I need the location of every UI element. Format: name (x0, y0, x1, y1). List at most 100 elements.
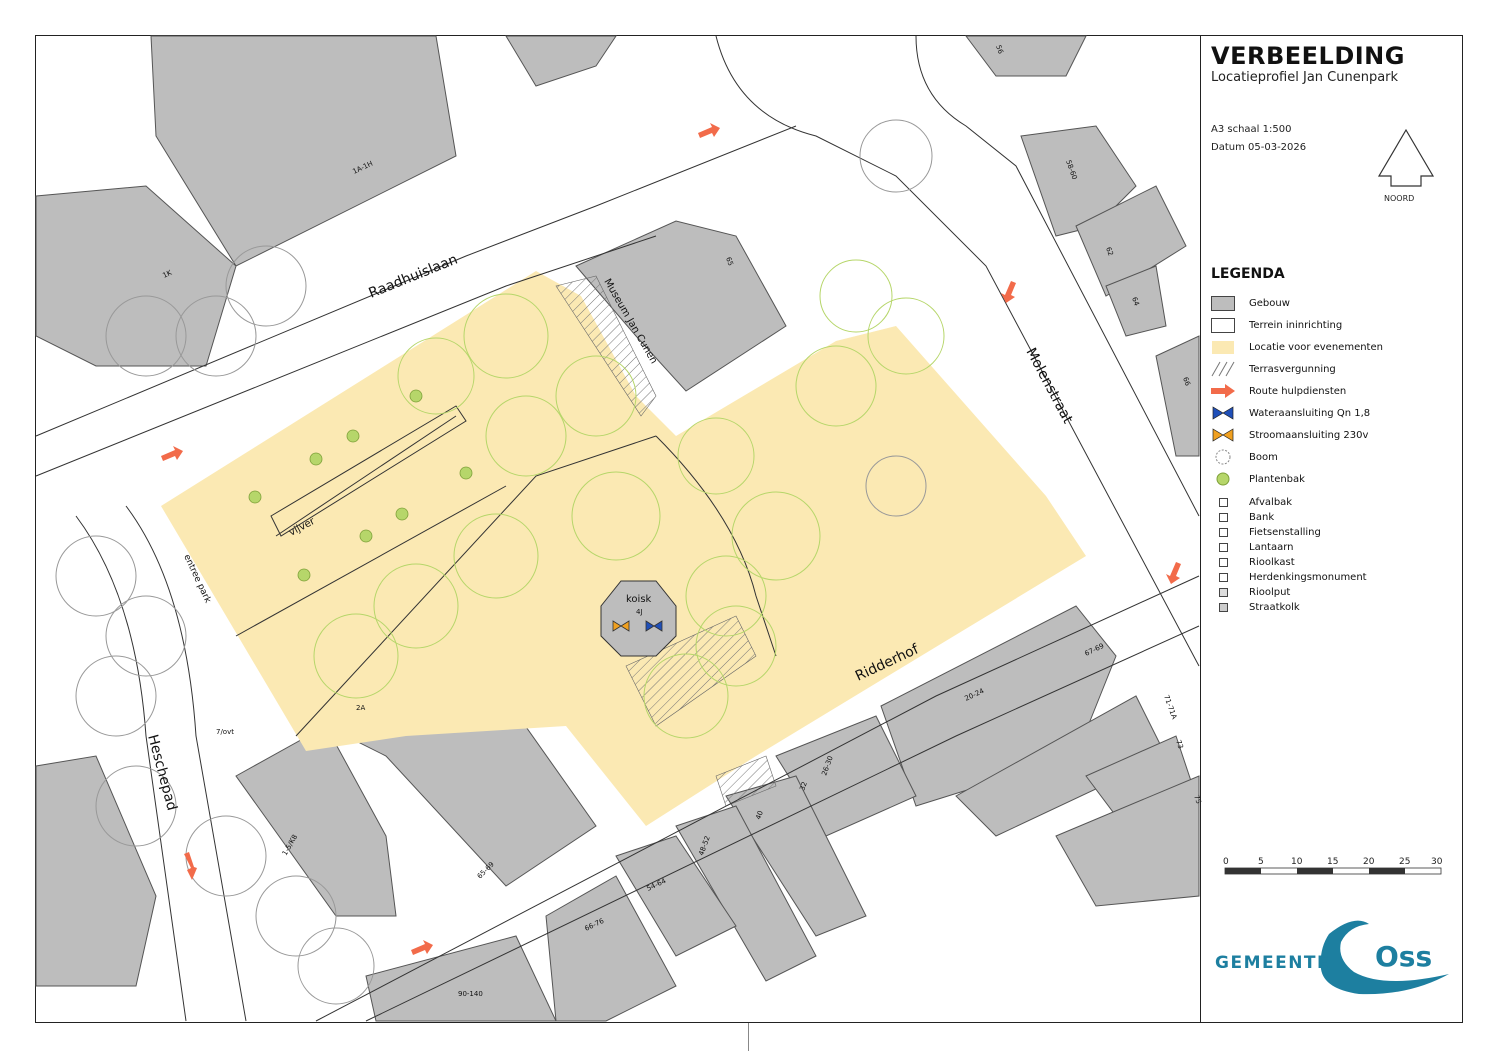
water-valve-icon (1211, 405, 1235, 421)
building-museum (575, 220, 787, 392)
tree-icon (643, 653, 729, 739)
monument-icon (1211, 570, 1235, 584)
power-valve-icon (1211, 427, 1235, 443)
tree-icon (1211, 449, 1235, 465)
planter-icon (297, 568, 311, 582)
kiosk[interactable] (600, 580, 677, 657)
legend-label: Rioolkast (1249, 556, 1295, 568)
legend-label: Fietsenstalling (1249, 526, 1321, 538)
map-area[interactable]: Raadhuislaan Molenstraat Ridderhof Hesch… (35, 35, 1203, 1022)
trees-gray (55, 119, 933, 1005)
legend-item: Locatie voor evenementen (1211, 338, 1383, 356)
north-label: NOORD (1384, 194, 1415, 203)
building-swatch (1211, 295, 1235, 311)
house-number: 2A (356, 704, 365, 712)
lantern-icon (1211, 540, 1235, 554)
building (505, 35, 617, 87)
legend-item: Terrein ininrichting (1211, 316, 1342, 334)
tree-icon (795, 345, 877, 427)
legend-item: Gebouw (1211, 294, 1290, 312)
legend-item: Rioolkast (1211, 555, 1295, 569)
trees (313, 259, 945, 739)
tree-icon (313, 613, 399, 699)
legend-item: Bank (1211, 510, 1274, 524)
building (965, 35, 1087, 77)
scale-tick: 20 (1363, 857, 1375, 867)
house-number: 32 (798, 781, 809, 792)
legend-title: LEGENDA (1211, 266, 1285, 282)
legend-item: Rioolput (1211, 585, 1290, 599)
legend-item: Stroomaansluiting 230v (1211, 426, 1368, 444)
legend-label: Afvalbak (1249, 496, 1293, 508)
hatch-swatch (1211, 361, 1235, 377)
manhole-icon (1211, 585, 1235, 599)
scale-tick: 10 (1291, 857, 1303, 867)
legend-label: Terrein ininrichting (1249, 319, 1343, 331)
tree-icon (859, 119, 933, 193)
emergency-routes (161, 123, 1181, 955)
legend-label: Route hulpdiensten (1249, 385, 1347, 397)
street-label-molenstraat: Molenstraat (1022, 345, 1075, 426)
building (1055, 775, 1200, 907)
legend-item: Lantaarn (1211, 540, 1294, 554)
tree-icon (105, 295, 187, 377)
house-number: 7/ovt (216, 728, 234, 736)
terrace-areas (555, 275, 777, 807)
legend-label: Straatkolk (1249, 601, 1300, 613)
building (1075, 185, 1187, 297)
map-subtitle: Locatieprofiel Jan Cunenpark (1211, 70, 1399, 85)
power-valve-icon[interactable] (612, 620, 630, 632)
tree-icon (555, 355, 637, 437)
scale-tick: 5 (1258, 857, 1264, 867)
house-number: 1K (161, 269, 173, 280)
house-number: 65 (724, 256, 735, 267)
legend-item: Route hulpdiensten (1211, 382, 1346, 400)
terrain-swatch (1211, 317, 1235, 333)
tree-icon (175, 295, 257, 377)
legend-item: Wateraansluiting Qn 1,8 (1211, 404, 1370, 422)
date-text: Datum 05-03-2026 (1211, 142, 1307, 153)
legend-label: Plantenbak (1249, 473, 1305, 485)
planter-icon (248, 490, 262, 504)
house-number: 56 (994, 44, 1005, 56)
event-swatch (1211, 339, 1235, 355)
logo-text-left: Gemeente (1215, 953, 1330, 973)
drain-icon (1211, 600, 1235, 614)
building (235, 725, 397, 917)
scale-tick: 15 (1327, 857, 1338, 867)
planter-icon (1211, 471, 1235, 487)
legend-item: Terrasvergunning (1211, 360, 1336, 378)
logo-text-right: Oss (1375, 940, 1432, 973)
arrow-icon (161, 446, 183, 461)
building (35, 755, 157, 987)
planter-icon (309, 452, 323, 466)
scale-text: A3 schaal 1:500 (1211, 124, 1292, 135)
tree-icon (453, 513, 539, 599)
tree-icon (571, 471, 661, 561)
house-number: 71-71A (1162, 694, 1178, 721)
water-valve-icon[interactable] (645, 620, 663, 632)
legend-item: Plantenbak (1211, 470, 1305, 488)
waste-bin-icon (1211, 495, 1235, 509)
tree-icon (463, 293, 549, 379)
tree-icon (397, 337, 475, 415)
gemeente-oss-logo: Gemeente Oss (1215, 920, 1449, 995)
tree-icon (485, 395, 567, 477)
planter-icon (359, 529, 373, 543)
pond (270, 405, 467, 537)
street-label-raadhuislaan: Raadhuislaan (367, 252, 460, 302)
tree-icon (677, 417, 755, 495)
legend-item: Fietsenstalling (1211, 525, 1321, 539)
event-area[interactable] (161, 271, 1086, 826)
building (365, 935, 557, 1022)
legend-item: Boom (1211, 448, 1278, 466)
tree-icon (75, 655, 157, 737)
legend-label: Terrasvergunning (1249, 363, 1336, 375)
tree-icon (255, 875, 337, 957)
house-number: 75 (1192, 794, 1203, 805)
buildings (35, 35, 1200, 1022)
scale-bar: 0 5 10 15 20 25 30 (1223, 857, 1443, 875)
legend-label: Gebouw (1249, 297, 1290, 309)
tree-icon (225, 245, 307, 327)
house-number: 4J (636, 608, 643, 616)
